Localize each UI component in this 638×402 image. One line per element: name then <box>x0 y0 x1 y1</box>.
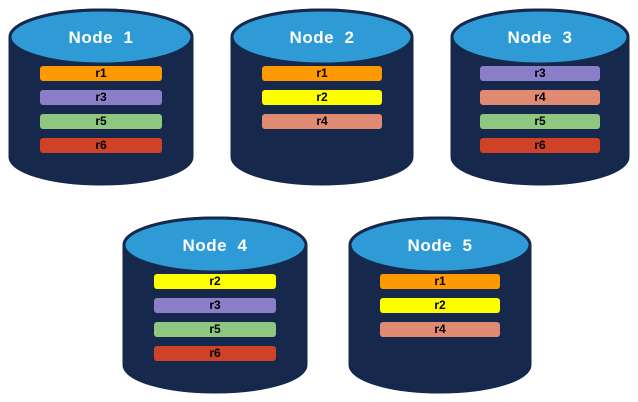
data-item-label: r4 <box>434 322 446 336</box>
cylinder-top <box>450 8 630 66</box>
cylinder-top <box>230 8 414 66</box>
data-item-bar[interactable]: r2 <box>154 274 276 289</box>
data-item-label: r6 <box>209 346 221 360</box>
data-item-bar[interactable]: r2 <box>380 298 500 313</box>
data-item-bar[interactable]: r6 <box>154 346 276 361</box>
data-item-bar[interactable]: r1 <box>262 66 382 81</box>
data-item-label: r5 <box>95 114 107 128</box>
data-item-bar[interactable]: r3 <box>154 298 276 313</box>
cylinder-top <box>8 8 194 66</box>
data-item-label: r4 <box>316 114 328 128</box>
data-item-list: r1 r2 r4 <box>230 66 414 138</box>
data-item-label: r2 <box>209 274 221 288</box>
data-item-bar[interactable]: r5 <box>480 114 600 129</box>
data-item-list: r3 r4 r5 r6 <box>450 66 630 162</box>
data-item-bar[interactable]: r1 <box>380 274 500 289</box>
data-item-label: r6 <box>95 138 107 152</box>
data-item-label: r3 <box>534 66 546 80</box>
data-item-bar[interactable]: r5 <box>40 114 162 129</box>
data-item-bar[interactable]: r3 <box>480 66 600 81</box>
data-item-bar[interactable]: r2 <box>262 90 382 105</box>
data-item-list: r1 r3 r5 r6 <box>8 66 194 162</box>
data-item-label: r6 <box>534 138 546 152</box>
data-item-bar[interactable]: r6 <box>40 138 162 153</box>
data-item-label: r1 <box>95 66 107 80</box>
cylinder-top <box>122 216 308 274</box>
data-item-bar[interactable]: r3 <box>40 90 162 105</box>
data-item-list: r1 r2 r4 <box>348 274 532 346</box>
data-item-bar[interactable]: r5 <box>154 322 276 337</box>
data-item-bar[interactable]: r1 <box>40 66 162 81</box>
data-item-label: r4 <box>534 90 546 104</box>
data-item-bar[interactable]: r4 <box>480 90 600 105</box>
data-item-label: r1 <box>316 66 328 80</box>
cylinder-top <box>348 216 532 274</box>
data-item-label: r1 <box>434 274 446 288</box>
data-item-bar[interactable]: r4 <box>262 114 382 129</box>
data-item-bar[interactable]: r6 <box>480 138 600 153</box>
data-item-label: r3 <box>95 90 107 104</box>
data-item-label: r3 <box>209 298 221 312</box>
data-item-label: r2 <box>316 90 328 104</box>
data-item-list: r2 r3 r5 r6 <box>122 274 308 370</box>
data-item-bar[interactable]: r4 <box>380 322 500 337</box>
data-item-label: r5 <box>209 322 221 336</box>
data-item-label: r2 <box>434 298 446 312</box>
data-item-label: r5 <box>534 114 546 128</box>
